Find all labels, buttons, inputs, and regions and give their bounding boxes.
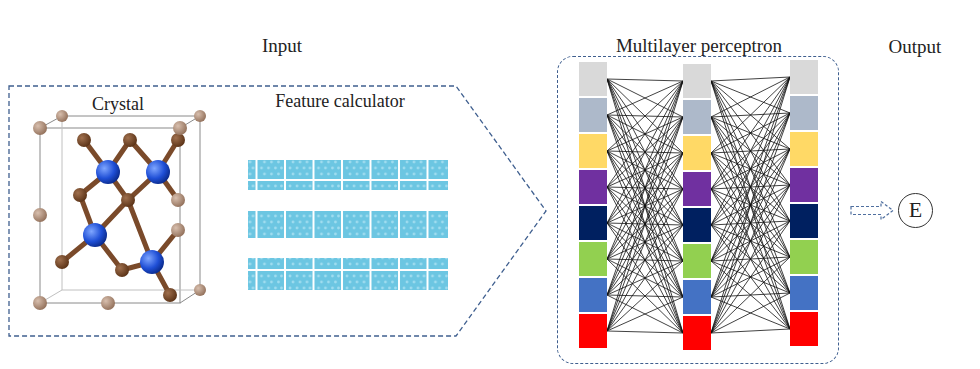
blue-atoms (83, 160, 170, 274)
neuron-connections (607, 77, 790, 333)
output-circle: E (898, 193, 933, 228)
output-heading: Output (889, 36, 942, 58)
input-region: Input (8, 85, 548, 337)
bonds (62, 140, 178, 295)
unit-cell (40, 116, 200, 303)
group-heading: Input (8, 36, 556, 57)
feature-bars (248, 160, 448, 290)
crystal-label: Crystal (92, 94, 144, 115)
group-heading: Multilayer perceptron (558, 36, 840, 57)
output-symbol: E (909, 198, 922, 222)
input-outline (8, 85, 548, 337)
brown-atoms (33, 110, 206, 310)
neuron-columns (579, 60, 818, 350)
feature-label: Feature calculator (275, 91, 404, 112)
hollow-arrow (851, 202, 893, 220)
mlp-box: Multilayer perceptron (557, 56, 839, 364)
